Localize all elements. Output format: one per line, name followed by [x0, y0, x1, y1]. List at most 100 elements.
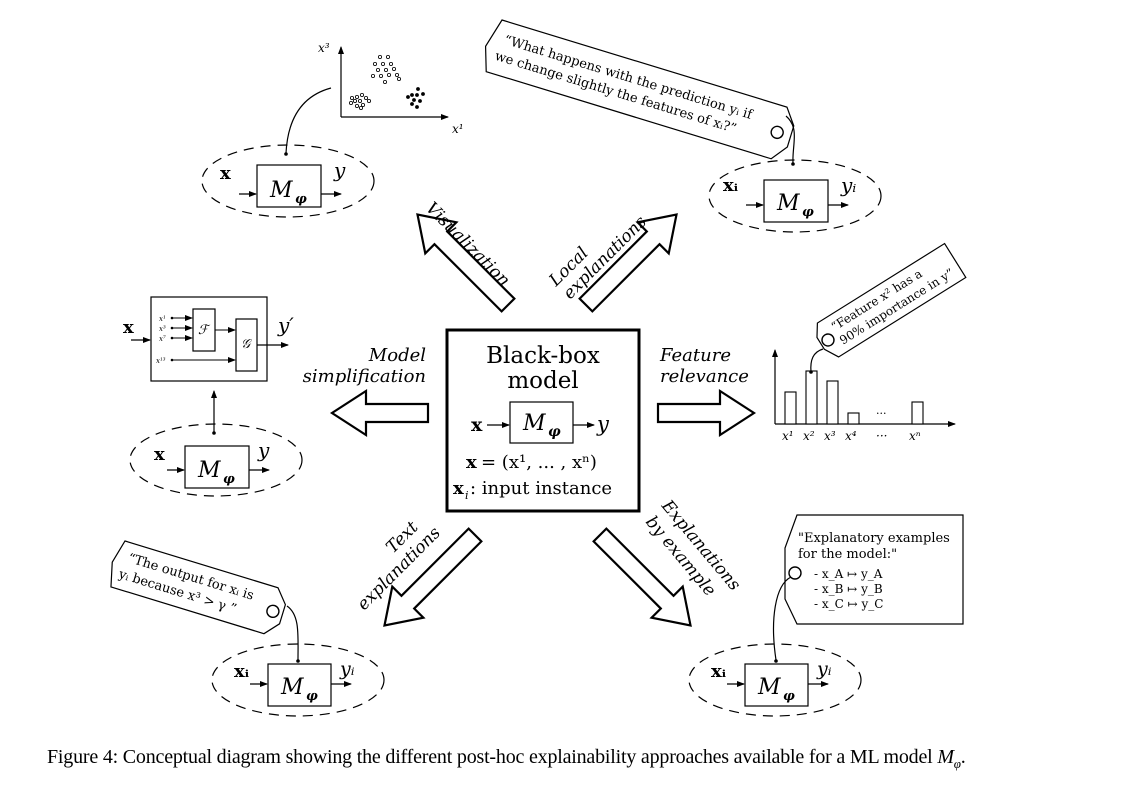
scatter-x-axis-label: x¹ [452, 122, 464, 136]
connector-local [785, 115, 795, 164]
center-instance-sub: i [465, 489, 469, 502]
example-item-a: - x_A ↦ y_A [814, 567, 883, 581]
tag-example-line2: for the model:" [798, 547, 897, 562]
arrow-visualization [416, 213, 516, 313]
relevance-bar [826, 380, 839, 425]
model-simplification: x M φ y [129, 423, 303, 497]
model-label: M [776, 191, 800, 216]
connector-example [772, 576, 792, 661]
relevance-bar [847, 412, 860, 425]
black-box-title-line2: model [507, 368, 578, 394]
scatter-point-hollow [363, 96, 368, 101]
feature-x13: x¹³ [156, 357, 166, 365]
tag-example: "Explanatory examples for the model:" - … [784, 514, 964, 625]
scatter-point-hollow [382, 80, 387, 85]
model-local: xᵢ M φ yᵢ [708, 159, 882, 233]
scatter-plot: x³ x¹ [318, 41, 464, 136]
scatter-point-hollow [357, 99, 362, 104]
feature-x7: x⁷ [159, 335, 166, 343]
scatter-point-hollow [354, 104, 359, 109]
center-model-sub: φ [548, 424, 561, 440]
scatter-point-filled [415, 105, 419, 109]
model-output: y [333, 158, 346, 182]
label-simplification-line2: simplification [303, 366, 426, 387]
label-relevance-line2: relevance [660, 366, 749, 387]
connector-relevance [810, 348, 824, 373]
arrow-text-explanations [383, 527, 483, 627]
example-item-b: - x_B ↦ y_B [814, 582, 883, 596]
scatter-point-filled [416, 87, 420, 91]
center-instance-lhs: x [453, 478, 464, 499]
scatter-point-hollow [348, 101, 353, 106]
scatter-point-hollow [358, 106, 363, 111]
scatter-point-filled [410, 102, 414, 106]
model-label: M [757, 675, 781, 700]
relevance-label: x² [803, 429, 815, 443]
figure-caption: Figure 4: Conceptual diagram showing the… [47, 746, 1117, 772]
model-output: yᵢ [816, 658, 832, 680]
scatter-point-hollow [354, 95, 359, 100]
scatter-point-hollow [396, 77, 401, 82]
scatter-point-hollow [385, 55, 390, 60]
scatter-y-axis-label: x³ [318, 41, 330, 55]
model-sub: φ [295, 192, 307, 207]
black-box-panel: Black-box model x M φ y x = (x¹, ... , x… [445, 328, 641, 513]
model-text: xᵢ M φ yᵢ [211, 643, 385, 717]
relevance-label: ··· [876, 429, 887, 443]
caption-math-sub: φ [953, 756, 961, 771]
model-example: xᵢ M φ yᵢ [688, 643, 862, 717]
caption-text: Figure 4: Conceptual diagram showing the… [47, 746, 938, 768]
scatter-point-hollow [359, 93, 364, 98]
arrow-feature-relevance [656, 388, 757, 438]
relevance-label: xⁿ [909, 429, 921, 443]
relevance-bar [911, 401, 924, 425]
model-output: yᵢ [339, 658, 355, 680]
tag-example-line1: "Explanatory examples [798, 531, 950, 546]
relevance-bar [805, 370, 818, 425]
model-input: x [220, 163, 231, 184]
scatter-point-hollow [360, 103, 365, 108]
scatter-point-hollow [383, 68, 388, 73]
scatter-point-hollow [380, 62, 385, 67]
scatter-point-hollow [394, 73, 399, 78]
relevance-label: x⁴ [845, 429, 857, 443]
model-sub: φ [223, 472, 235, 487]
center-input-x: x [471, 414, 483, 436]
relevance-label: x³ [824, 429, 836, 443]
surrogate-output: y′ [277, 313, 294, 337]
scatter-points [348, 55, 425, 111]
scatter-point-hollow [388, 62, 393, 67]
example-item-c: - x_C ↦ y_C [814, 597, 883, 611]
model-sub: φ [306, 689, 318, 704]
relevance-ellipsis-top: ··· [876, 407, 887, 420]
caption-end: . [960, 746, 966, 768]
tag-local: “What happens with the prediction yᵢ if … [484, 19, 795, 160]
model-label: M [269, 178, 293, 203]
center-output-y: y [596, 412, 610, 436]
tag-text: “The output for xᵢ is yᵢ because x³ > γ … [110, 540, 287, 635]
model-label: M [280, 675, 304, 700]
scatter-point-hollow [375, 68, 380, 73]
center-def-rhs: = (x¹, ... , xⁿ) [481, 452, 597, 473]
feature-x3: x³ [159, 325, 166, 333]
model-output: yᵢ [840, 173, 856, 197]
label-simplification-line1: Model [368, 345, 426, 366]
center-def-lhs: x [466, 452, 477, 473]
feature-x1: x¹ [159, 315, 166, 323]
scatter-point-hollow [386, 73, 391, 78]
scatter-point-filled [412, 98, 416, 102]
center-model-box [509, 401, 574, 444]
scatter-point-filled [418, 99, 422, 103]
center-instance-rhs: : input instance [470, 478, 612, 499]
scatter-point-filled [421, 92, 425, 96]
arrow-model-simplification [329, 388, 430, 438]
relevance-bar [784, 391, 797, 425]
model-input: xᵢ [723, 175, 739, 196]
model-input: x [154, 444, 165, 465]
surrogate-input: x [123, 317, 134, 338]
model-input: xᵢ [711, 661, 727, 682]
model-visualization: x M φ y [201, 144, 375, 218]
